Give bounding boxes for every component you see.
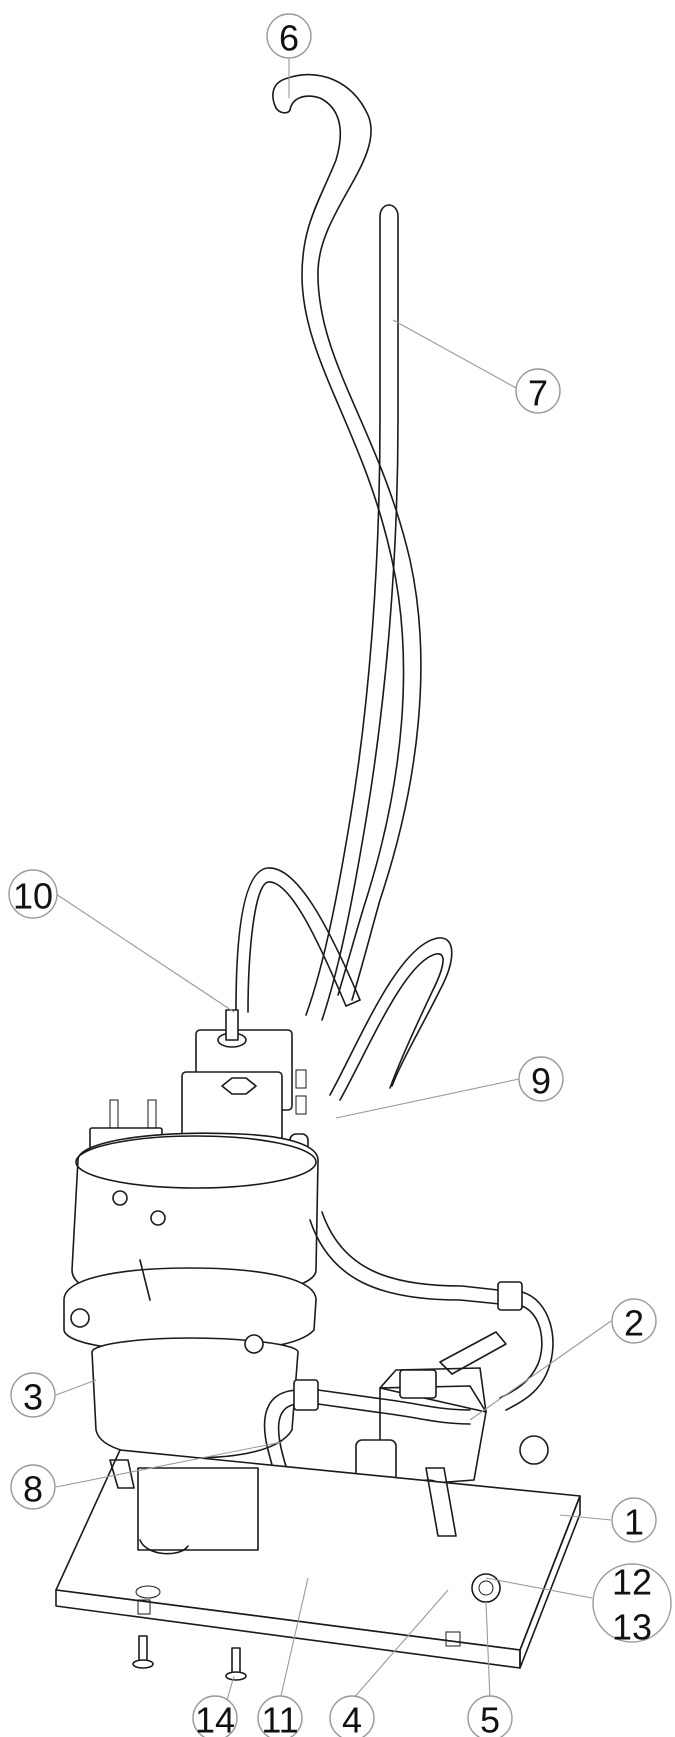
callout-1: 1: [611, 1497, 657, 1543]
svg-text:11: 11: [261, 1700, 298, 1737]
callout-3: 3: [10, 1372, 56, 1418]
svg-text:10: 10: [13, 876, 53, 917]
svg-text:13: 13: [612, 1607, 652, 1648]
leader-4: [351, 1589, 449, 1701]
leader-9: [335, 1078, 520, 1119]
leader-14: [226, 1675, 235, 1701]
screws-part-14: [132, 1635, 247, 1681]
callout-12-13: 12 13: [592, 1562, 672, 1648]
leader-11: [279, 1577, 309, 1701]
hose-part-9-loop: [329, 937, 453, 1101]
hose-part-10: [235, 867, 361, 1013]
callout-5: 5: [467, 1695, 513, 1737]
callout-11: 11: [257, 1695, 303, 1737]
svg-text:12: 12: [612, 1562, 652, 1603]
leader-1: [559, 1514, 612, 1521]
svg-text:14: 14: [195, 1700, 235, 1737]
svg-text:6: 6: [279, 18, 299, 59]
svg-text:4: 4: [342, 1700, 362, 1737]
tube-part-7: [305, 204, 399, 1021]
svg-text:3: 3: [23, 1377, 43, 1418]
hose-upper-right: [309, 1211, 554, 1411]
svg-text:9: 9: [531, 1061, 551, 1102]
leader-lines: [55, 56, 612, 1701]
leader-8: [55, 1441, 283, 1488]
callout-6: 6: [266, 13, 312, 59]
svg-text:5: 5: [480, 1700, 500, 1737]
hose-part-6: [272, 73, 422, 1001]
callout-2: 2: [611, 1298, 657, 1344]
svg-text:7: 7: [528, 373, 548, 414]
callout-8: 8: [10, 1464, 56, 1510]
svg-text:2: 2: [624, 1303, 644, 1344]
svg-text:1: 1: [624, 1502, 644, 1543]
callout-4: 4: [329, 1695, 375, 1737]
leader-7: [392, 319, 519, 390]
leader-3: [55, 1379, 97, 1396]
leader-5: [485, 1601, 491, 1701]
leader-12-13: [485, 1577, 593, 1599]
callout-9: 9: [518, 1056, 564, 1102]
boiler-part-3: [63, 1132, 319, 1459]
callout-14: 14: [192, 1695, 238, 1737]
leader-10: [55, 893, 235, 1013]
leader-2: [469, 1320, 612, 1421]
svg-text:8: 8: [23, 1469, 43, 1510]
base-plate-part-1: [55, 1435, 581, 1669]
callout-10: 10: [8, 869, 58, 919]
callout-7: 7: [515, 368, 561, 414]
